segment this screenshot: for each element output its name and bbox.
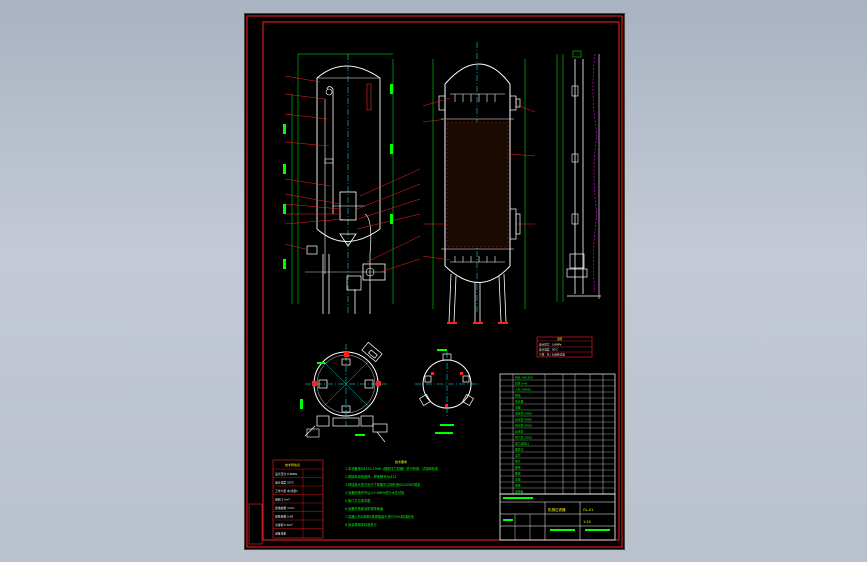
legend-box: 说明 设计压力：0.6MPa 设计温度：50℃ 介质：水 / 石英砂过滤: [536, 336, 593, 358]
notes-title: 技术要求: [395, 459, 407, 464]
parts-row: 取样口: [515, 448, 524, 452]
parts-row: 人孔 DN450: [515, 388, 531, 392]
parts-row: 进水管 DN80: [515, 412, 532, 416]
parts-row: 压力表接口: [515, 442, 529, 446]
parts-row: 反洗管: [515, 430, 524, 434]
spec-table: 技术特性表 设计压力 0.6MPa 设计温度 50℃ 工作介质 水(含砂) 容积 5.…: [272, 459, 324, 539]
parts-row: 封头 DN1200: [515, 376, 533, 380]
cad-drawing-viewport[interactable]: 说明 设计压力：0.6MPa 设计温度：50℃ 介质：水 / 石英砂过滤 技术要…: [244, 13, 625, 550]
title-block-name: 机械过滤器: [548, 507, 566, 512]
note-line: 4.设备制造完毕后以0.8MPa进行水压试验: [345, 490, 405, 495]
parts-row: 布水器: [515, 400, 524, 404]
title-block-drawing-number: GL-01: [583, 508, 593, 512]
parts-row: 螺母: [515, 472, 521, 476]
plan-view-right: [415, 349, 479, 434]
spec-row: 工作介质 水(含砂): [275, 489, 298, 493]
spec-row: 容积 5.5m³: [275, 498, 290, 502]
note-line: 2.焊接采用电弧焊，焊条牌号为J422: [345, 474, 397, 479]
title-block-scale: 1:20: [583, 520, 591, 524]
spec-row: 设计温度 50℃: [275, 481, 294, 485]
technical-notes: 技术要求 1.本设备按GB150-1998《钢制压力容器》进行制造、试验和验收 2…: [345, 459, 439, 527]
spec-row: 设备净重: [275, 532, 286, 536]
drawing-sheet: 说明 设计压力：0.6MPa 设计温度：50℃ 介质：水 / 石英砂过滤 技术要…: [246, 15, 623, 548]
note-line: 7.容器上的A类和B类焊接接头进行20%射线检测: [345, 514, 414, 519]
parts-row: 筒体 δ=8: [515, 382, 528, 386]
parts-row: 排气管 DN25: [515, 436, 532, 440]
middle-elevation-view: [422, 42, 536, 324]
inner-frame: [262, 21, 620, 541]
spec-table-title: 技术特性表: [285, 462, 300, 467]
note-line: 5.管口方位按本图: [345, 498, 370, 503]
parts-row: 支座: [515, 478, 521, 482]
parts-row: 支腿: [515, 406, 521, 410]
parts-row: 出水管 DN80: [515, 418, 532, 422]
parts-row: 垫片: [515, 460, 521, 464]
legend-row: 设计温度：50℃: [539, 348, 558, 352]
spec-row: 腐蚀裕量 1mm: [275, 506, 295, 510]
note-line: 3.焊接接头型式及尺寸除图中注明外按HG20583规定: [345, 482, 421, 487]
left-elevation-view: [283, 53, 421, 314]
note-line: 1.本设备按GB150-1998《钢制压力容器》进行制造、试验和验收: [345, 466, 439, 471]
plan-view-left: [300, 341, 388, 443]
legend-title: 说明: [557, 337, 563, 341]
note-line: 8.其余按相关标准执行: [345, 522, 378, 527]
parts-row: 排污管 DN50: [515, 424, 532, 428]
legend-row: 介质：水 / 石英砂过滤: [539, 353, 565, 357]
spec-row: 全容积 5.8m³: [275, 523, 293, 527]
title-block: 机械过滤器 GL-01 1:20: [499, 493, 616, 541]
outer-frame: [246, 15, 623, 548]
parts-row: 接地板: [515, 490, 524, 494]
right-side-view: [556, 50, 601, 302]
parts-row: 法兰: [515, 454, 521, 458]
parts-row: 螺栓: [515, 466, 521, 470]
parts-row: 视镜: [515, 394, 521, 398]
parts-row: 铭牌: [515, 484, 521, 488]
binding-strip: [248, 503, 263, 545]
spec-row: 焊缝系数 0.85: [275, 515, 294, 519]
note-line: 6.设备外表面涂防锈漆两遍: [345, 506, 384, 511]
spec-row: 设计压力 0.6MPa: [275, 472, 297, 476]
legend-row: 设计压力：0.6MPa: [539, 343, 562, 347]
